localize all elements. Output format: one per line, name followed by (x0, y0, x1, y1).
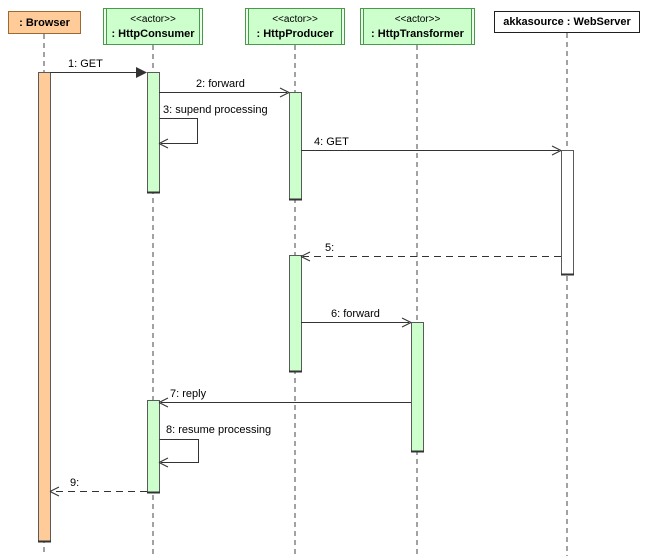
participant-http-producer-stereotype: <<actor>> (272, 13, 318, 25)
participant-http-transformer: <<actor>> : HttpTransformer (360, 8, 475, 45)
participant-http-consumer-name: : HttpConsumer (111, 27, 195, 40)
message-3-label: 3: supend processing (163, 104, 268, 116)
activation-transformer (411, 322, 424, 452)
message-5-label: 5: (325, 242, 335, 254)
participant-http-transformer-stereotype: <<actor>> (394, 13, 441, 25)
message-2-label: 2: forward (196, 78, 245, 90)
activation-producer-1 (289, 92, 302, 200)
message-6-forward-arrow (301, 317, 412, 328)
message-9-return-arrow (49, 486, 147, 497)
participant-http-producer-name: : HttpProducer (256, 27, 334, 40)
participant-browser-name: : Browser (19, 16, 70, 29)
message-5-return-arrow (300, 251, 561, 262)
participant-http-consumer-stereotype: <<actor>> (130, 13, 176, 25)
message-1-get-arrow (50, 67, 147, 78)
message-arrows (49, 67, 562, 497)
participant-http-producer: <<actor>> : HttpProducer (245, 8, 345, 45)
activation-web-server (561, 150, 574, 275)
lifelines (43, 33, 568, 556)
activation-producer-2 (289, 255, 302, 372)
participant-http-transformer-name: : HttpTransformer (371, 27, 464, 40)
participant-browser: : Browser (8, 11, 81, 34)
activations (38, 72, 574, 543)
message-4-label: 4: GET (314, 136, 349, 148)
message-9-label: 9: (70, 477, 80, 489)
message-7-reply-arrow (158, 397, 411, 408)
message-4-get-arrow (301, 145, 562, 156)
message-7-label: 7: reply (170, 388, 207, 400)
message-6-label: 6: forward (331, 308, 380, 320)
participant-web-server-name: akkasource : WebServer (503, 16, 631, 28)
participant-web-server: akkasource : WebServer (494, 11, 640, 33)
activation-browser (38, 72, 51, 542)
message-3-self-arrow (158, 118, 198, 149)
message-8-label: 8: resume processing (166, 424, 272, 436)
message-2-forward-arrow (159, 87, 290, 98)
activation-consumer-1 (147, 72, 160, 193)
participant-http-consumer: <<actor>> : HttpConsumer (103, 8, 203, 45)
message-8-self-arrow (158, 439, 199, 468)
activation-consumer-2 (147, 400, 160, 493)
message-1-label: 1: GET (68, 58, 103, 70)
